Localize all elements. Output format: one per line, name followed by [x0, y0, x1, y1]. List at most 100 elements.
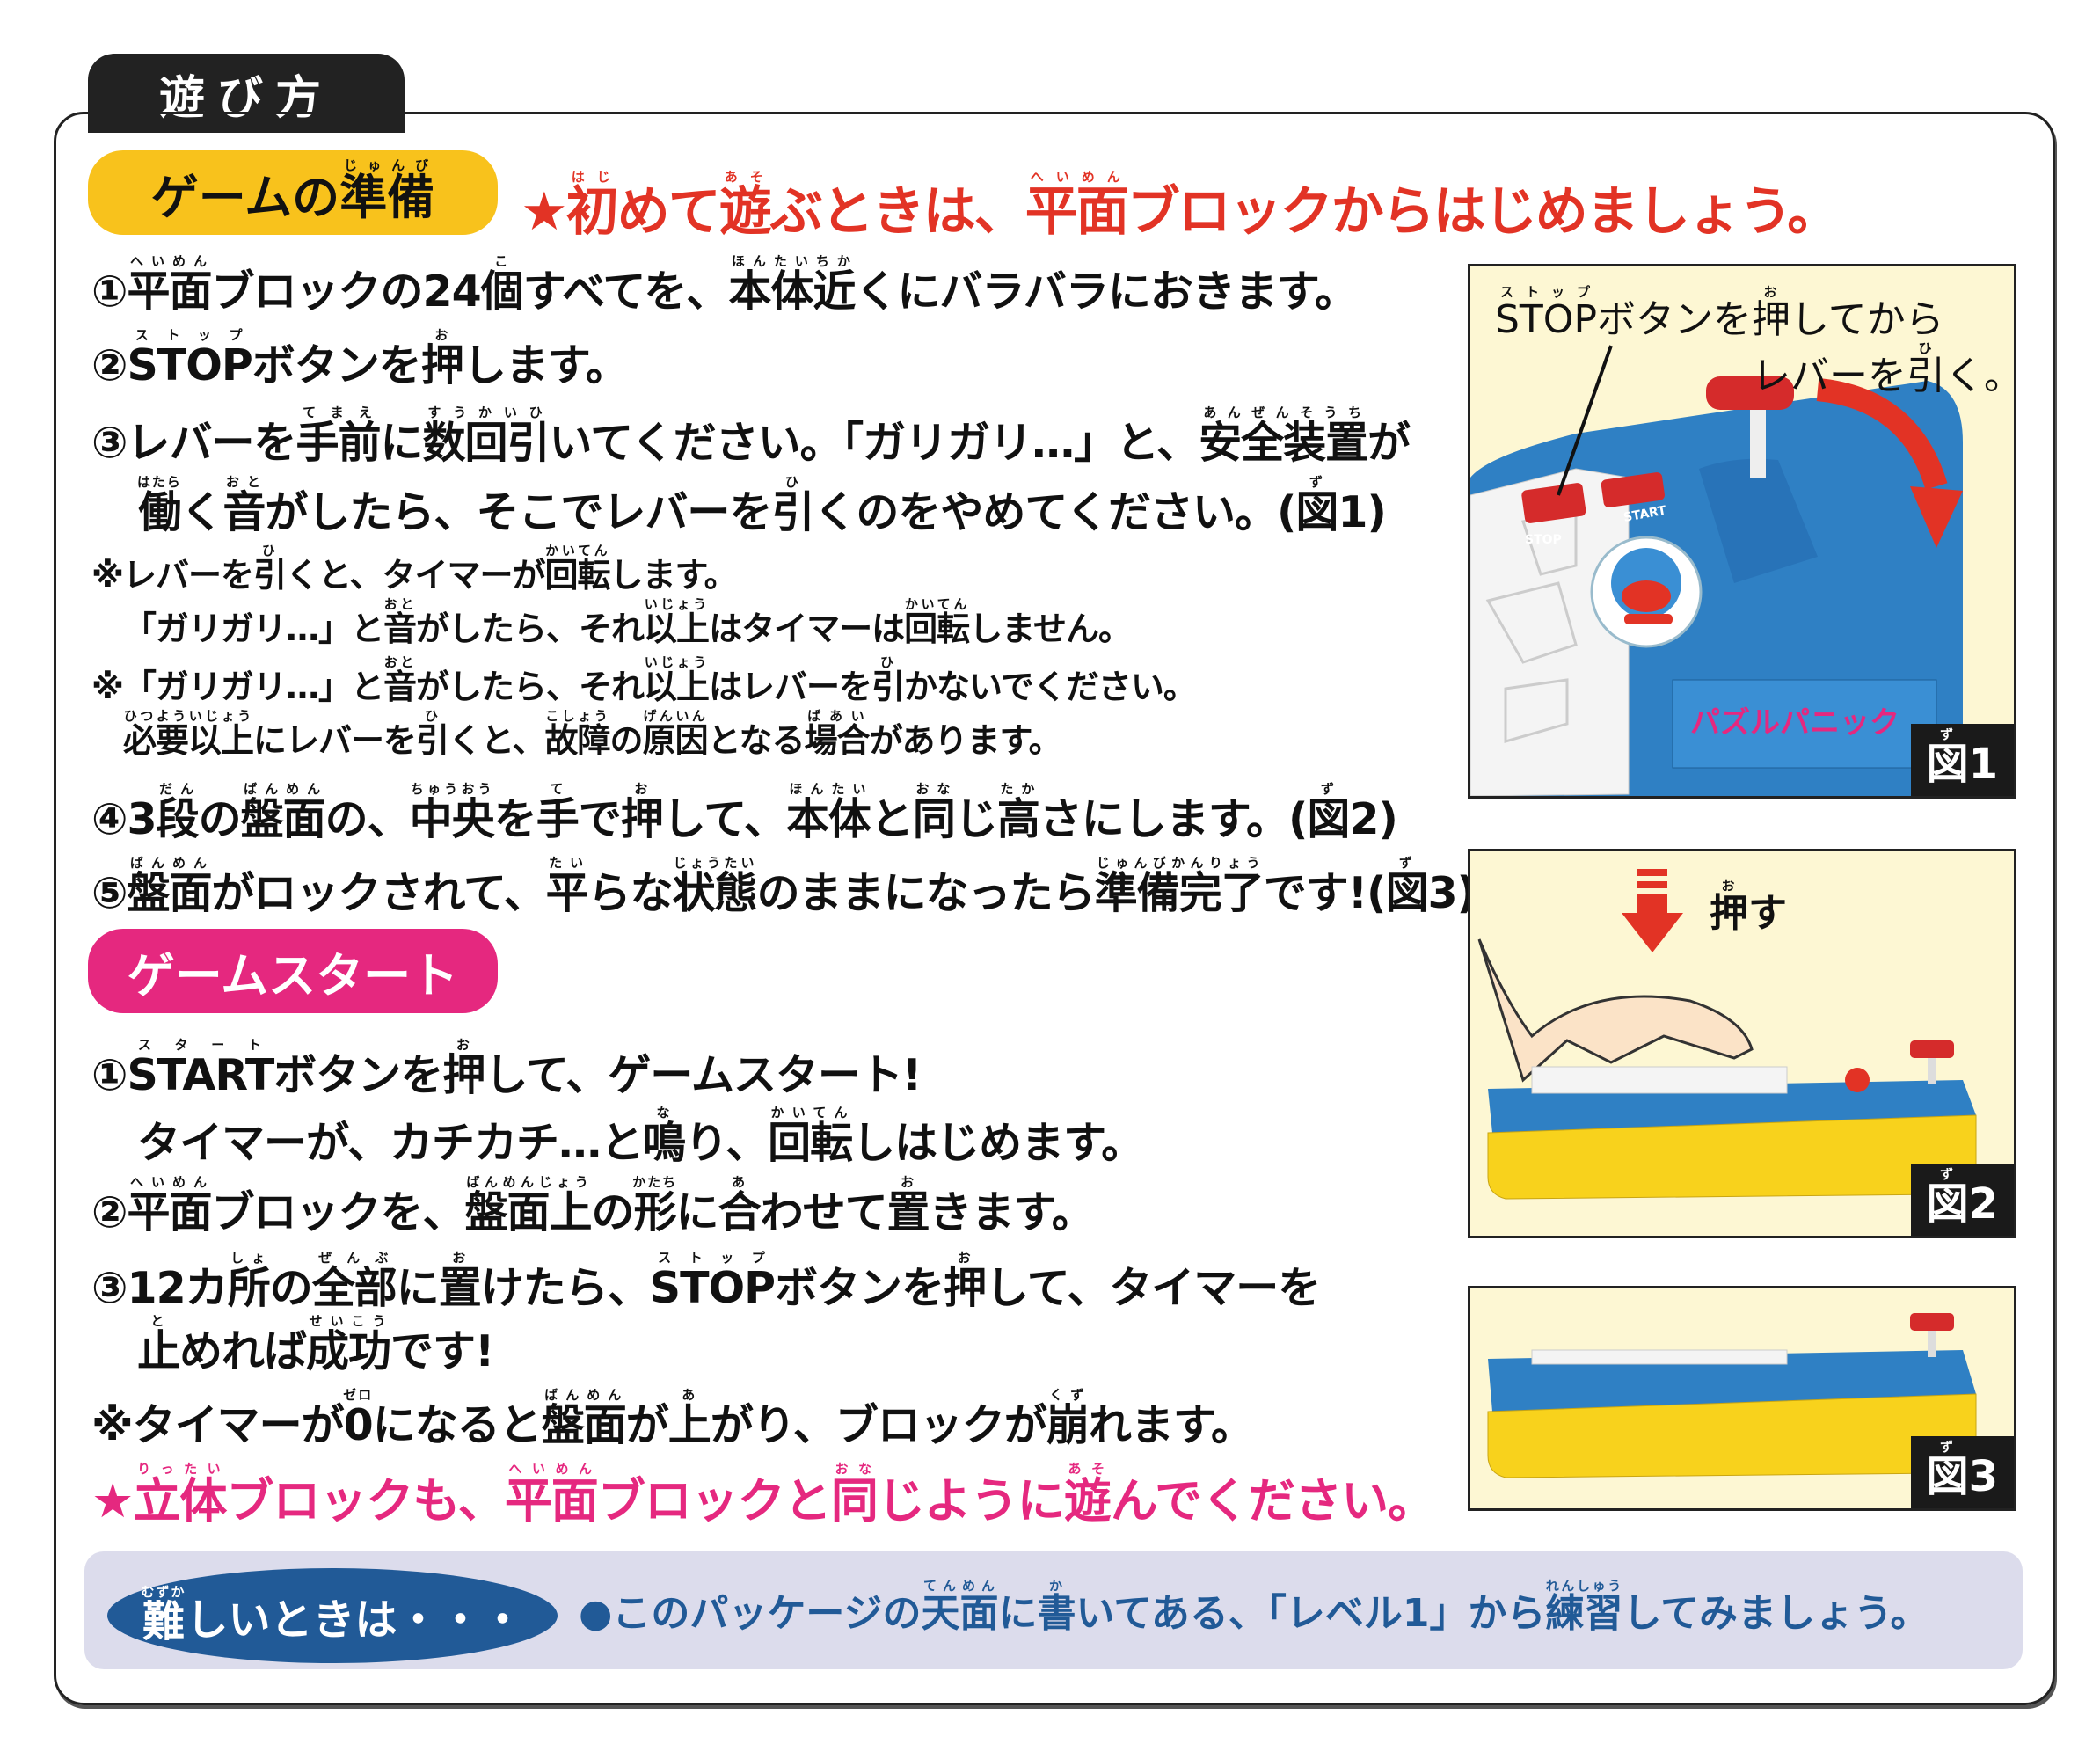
ruby-word: 書か	[1037, 1578, 1076, 1636]
text-segment: に	[998, 1591, 1038, 1636]
ruby-base: 音	[383, 609, 417, 648]
furigana: て	[536, 781, 579, 797]
ruby-base: START	[127, 1050, 275, 1100]
furigana: あ	[718, 1174, 761, 1190]
text-segment: します。	[463, 340, 629, 390]
figure-1: STOP START パズルパニック STOPストップボタンを押おしてから レバ…	[1468, 264, 2016, 799]
ruby-base: 平面	[127, 266, 213, 317]
text-segment: くと、タイマーが	[285, 556, 545, 595]
content-frame	[54, 112, 2055, 1705]
furigana: ストップ	[127, 327, 252, 343]
ruby-word: 引ひ	[416, 708, 449, 760]
text-segment: けたら、	[480, 1263, 651, 1313]
ruby-base: 中央	[409, 794, 495, 844]
ruby-word: 図ず	[1926, 1439, 1969, 1501]
text-segment: して、	[662, 794, 787, 844]
ruby-word: 本体ほんたい	[786, 781, 871, 844]
ruby-word: 置お	[887, 1174, 930, 1237]
furigana: じゅんび	[339, 157, 435, 173]
ruby-base: 天面	[921, 1591, 999, 1636]
stop-panel-label: STOP	[1525, 533, 1562, 547]
ruby-word: 音おと	[383, 596, 417, 648]
svg-text:パズルパニック: パズルパニック	[1690, 705, 1899, 741]
text-segment: と	[870, 794, 914, 844]
furigana: お	[438, 1250, 481, 1266]
ruby-word: 平面へいめん	[505, 1461, 599, 1529]
furigana: な	[643, 1105, 686, 1120]
furigana: ず	[1926, 1439, 1969, 1455]
text-segment: してみましょう。	[1622, 1591, 1929, 1636]
ruby-base: 盤面	[127, 868, 213, 918]
ruby-base: 成功	[306, 1326, 391, 1376]
ruby-word: 音おと	[383, 654, 417, 706]
text-segment: に	[380, 418, 424, 468]
text-segment: がロックされて、	[211, 868, 547, 918]
ruby-base: 書	[1037, 1591, 1076, 1636]
furigana: へいめん	[127, 253, 212, 269]
furigana: ちゅうおう	[409, 781, 494, 797]
furigana: てまえ	[295, 405, 381, 420]
text-segment: す	[1748, 891, 1787, 936]
ruby-word: 0ゼロ	[343, 1387, 374, 1450]
furigana: しょ	[227, 1250, 270, 1266]
ruby-word: 止と	[137, 1313, 180, 1376]
text-segment: の	[198, 794, 242, 844]
section-tab-how-to-play: 遊び方	[88, 54, 405, 133]
furigana: スタート	[127, 1037, 274, 1053]
ruby-word: 盤面ばんめん	[241, 781, 326, 844]
ruby-word: 故障こしょう	[545, 708, 611, 760]
text-segment: ●このパッケージの	[579, 1591, 922, 1636]
ruby-base: 引	[771, 487, 814, 537]
furigana: おと	[383, 654, 416, 670]
furigana: ず	[1385, 855, 1428, 871]
ruby-word: 図ず	[1307, 781, 1350, 844]
text-segment: を	[493, 794, 537, 844]
prep-headline: ★初はじめて遊あそぶときは、平面へいめんブロックからはじめましょう。	[521, 169, 1840, 243]
ruby-word: 場合ばあい	[804, 708, 870, 760]
text-segment: ボタンを	[1596, 297, 1752, 342]
text-segment: めれば	[179, 1326, 307, 1376]
text-segment: に	[396, 1263, 440, 1313]
ruby-word: 状態じょうたい	[673, 855, 758, 918]
furigana: ばんめん	[127, 855, 212, 871]
ruby-base: 手	[536, 794, 580, 844]
ruby-base: 盤面上	[464, 1187, 593, 1237]
start-step-1-cont: タイマーが、カチカチ…と鳴なり、回転かいてんしはじめます。	[137, 1105, 1144, 1171]
ruby-base: 回転	[544, 556, 610, 595]
text-segment: です!	[390, 1326, 494, 1376]
text-segment: ※レバーを	[91, 556, 254, 595]
ruby-word: 原因げんいん	[643, 708, 709, 760]
ruby-base: 図	[1926, 740, 1969, 789]
ruby-base: 0	[343, 1400, 374, 1450]
ruby-base: 準備完了	[1094, 868, 1265, 918]
ruby-word: 天面てんめん	[921, 1578, 999, 1636]
ruby-base: 図	[1926, 1179, 1969, 1229]
ruby-word: 準備完了じゅんびかんりょう	[1094, 855, 1265, 918]
prep-note-1: ※レバーを引ひくと、タイマーが回転かいてんします。	[91, 542, 738, 609]
text-segment: タイマーが、カチカチ…と	[137, 1118, 644, 1168]
ruby-base: 準備	[339, 170, 435, 225]
furigana: はたら	[137, 474, 182, 490]
text-segment: ブロックからはじめましょう。	[1127, 181, 1840, 243]
ruby-word: 引ひ	[771, 474, 814, 537]
ruby-word: 音おと	[222, 474, 266, 537]
furigana: はじ	[565, 169, 617, 185]
text-segment: いてある、「レベル1」から	[1076, 1591, 1546, 1636]
ruby-word: 手前てまえ	[296, 405, 382, 468]
ruby-word: 図ず	[1385, 855, 1428, 918]
ruby-word: 合あ	[718, 1174, 762, 1237]
furigana: ばんめん	[240, 781, 325, 797]
ruby-base: 押	[1710, 891, 1748, 936]
ruby-word: 平面へいめん	[128, 1174, 213, 1237]
ruby-word: 形かたち	[632, 1174, 678, 1237]
furigana: ばんめんじょう	[464, 1174, 592, 1190]
ruby-word: 立体りったい	[133, 1461, 227, 1529]
ruby-word: 難むずか	[141, 1584, 186, 1648]
text-segment: しいときは・・・	[186, 1595, 524, 1645]
start-step-1: ①STARTスタートボタンを押おして、ゲームスタート!	[91, 1037, 922, 1104]
ruby-word: 中央ちゅうおう	[409, 781, 495, 844]
ruby-base: 図	[1926, 1452, 1969, 1501]
furigana: お	[1751, 284, 1790, 300]
ruby-base: 音	[222, 487, 266, 537]
text-segment: 1	[1968, 740, 1998, 789]
